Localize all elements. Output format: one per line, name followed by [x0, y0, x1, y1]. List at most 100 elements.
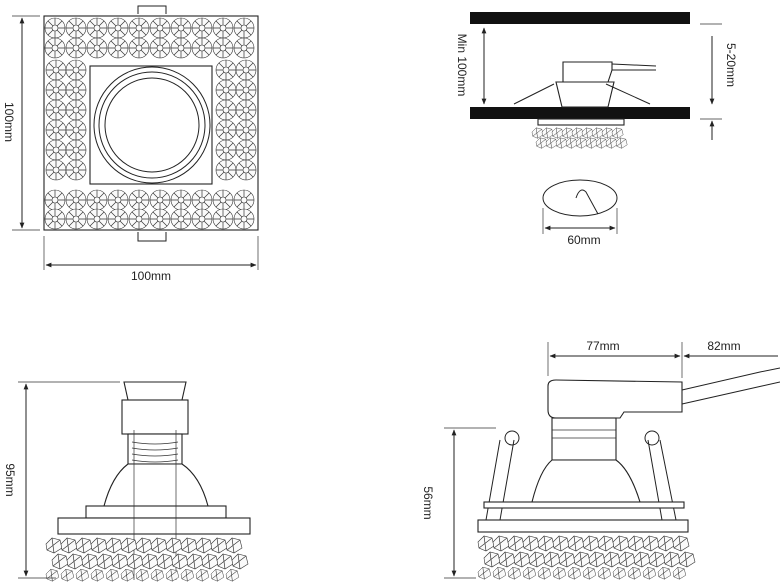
crystal-flower — [170, 37, 192, 59]
lamp-ring-outer — [93, 66, 211, 184]
crystal-drop — [642, 566, 657, 580]
crystal-flower — [65, 99, 87, 121]
crystal-flower — [44, 208, 66, 230]
profile-socket — [547, 379, 683, 419]
crystal-flower — [235, 159, 257, 181]
crystal-drop — [135, 537, 153, 554]
crystal-drop — [552, 566, 567, 580]
crystal-flower — [86, 37, 108, 59]
cutout-label: 60mm — [567, 233, 600, 247]
crystal-flower — [215, 99, 237, 121]
crystal-drop — [601, 127, 614, 139]
crystal-drop — [126, 553, 144, 570]
crystal-drop — [105, 568, 120, 582]
lamp-cup — [103, 463, 209, 507]
crystal-drop — [565, 137, 578, 149]
crystal-drop — [551, 127, 564, 139]
crystal-flower — [235, 59, 257, 81]
crystal-drop — [678, 551, 696, 568]
crystal-drop — [567, 566, 582, 580]
crystal-flower — [44, 189, 66, 211]
crystal-drop — [492, 535, 510, 552]
cable-length-label: 82mm — [707, 339, 740, 353]
spring-clip-top — [137, 5, 167, 14]
crystal-flower — [44, 37, 66, 59]
power-cable — [681, 367, 780, 405]
crystal-flower — [212, 37, 234, 59]
crystal-flower — [107, 189, 129, 211]
crystal-flower — [191, 189, 213, 211]
crystal-flower — [235, 99, 257, 121]
crystal-drop — [201, 553, 219, 570]
crystal-flower — [45, 79, 67, 101]
crystal-drop — [90, 537, 108, 554]
crystal-drop — [552, 535, 570, 552]
crystal-flower — [215, 119, 237, 141]
profile-neck — [551, 417, 617, 461]
crystal-drop — [45, 568, 60, 582]
crystal-drop — [60, 568, 75, 582]
crystal-drop — [543, 551, 561, 568]
crystal-flower — [215, 79, 237, 101]
crystal-flower — [107, 208, 129, 230]
crystal-drop — [507, 535, 525, 552]
crystal-drop — [642, 535, 660, 552]
crystal-drop — [597, 566, 612, 580]
crystal-flower — [45, 99, 67, 121]
profile-base-plate — [477, 519, 689, 533]
crystal-drop — [171, 553, 189, 570]
crystal-drop — [531, 127, 544, 139]
top-width-label: 100mm — [131, 269, 171, 283]
crystal-flower — [170, 208, 192, 230]
crystal-drop — [75, 537, 93, 554]
crystal-drop — [657, 535, 675, 552]
crystal-drop — [537, 535, 555, 552]
crystal-flower — [128, 208, 150, 230]
crystal-flower — [107, 17, 129, 39]
crystal-row-side — [45, 537, 249, 582]
profile-view: 77mm 82mm 56mm — [421, 339, 780, 580]
crystal-flower — [212, 17, 234, 39]
crystal-drop — [603, 551, 621, 568]
crystal-drop — [672, 535, 690, 552]
crystal-drop — [81, 553, 99, 570]
crystal-flower — [191, 17, 213, 39]
crystal-drop — [611, 127, 624, 139]
crystal-drop — [627, 535, 645, 552]
crystal-drop — [180, 537, 198, 554]
crystal-drop — [150, 537, 168, 554]
crystal-flower — [215, 139, 237, 161]
crystal-flower — [170, 17, 192, 39]
crystal-drop — [558, 551, 576, 568]
crystal-drop — [567, 535, 585, 552]
crystal-drop — [75, 568, 90, 582]
crystal-drop — [615, 137, 628, 149]
crystal-flower — [149, 208, 171, 230]
crystal-drop — [537, 566, 552, 580]
crystal-drop — [581, 127, 594, 139]
crystal-drop — [571, 127, 584, 139]
crystal-flower — [215, 59, 237, 81]
crystal-drop — [612, 566, 627, 580]
top-view: 100mm 100mm — [2, 5, 259, 283]
crystal-drop — [186, 553, 204, 570]
crystal-flower — [191, 37, 213, 59]
crystal-drop — [522, 566, 537, 580]
body-width-label: 77mm — [586, 339, 619, 353]
crystal-flower — [86, 17, 108, 39]
crystal-flower — [45, 119, 67, 141]
side-view: 95mm — [3, 381, 251, 582]
crystal-drop — [105, 537, 123, 554]
crystal-drop — [575, 137, 588, 149]
crystal-drop — [498, 551, 516, 568]
crystal-flower — [86, 208, 108, 230]
crystal-drop — [195, 537, 213, 554]
crystal-flower — [128, 189, 150, 211]
installation-view: Min 100mm 5-20mm 60mm — [455, 12, 738, 247]
crystal-flower — [128, 37, 150, 59]
crystal-drop — [545, 137, 558, 149]
crystal-drop — [96, 553, 114, 570]
crystal-flower — [233, 37, 255, 59]
crystal-drop — [663, 551, 681, 568]
